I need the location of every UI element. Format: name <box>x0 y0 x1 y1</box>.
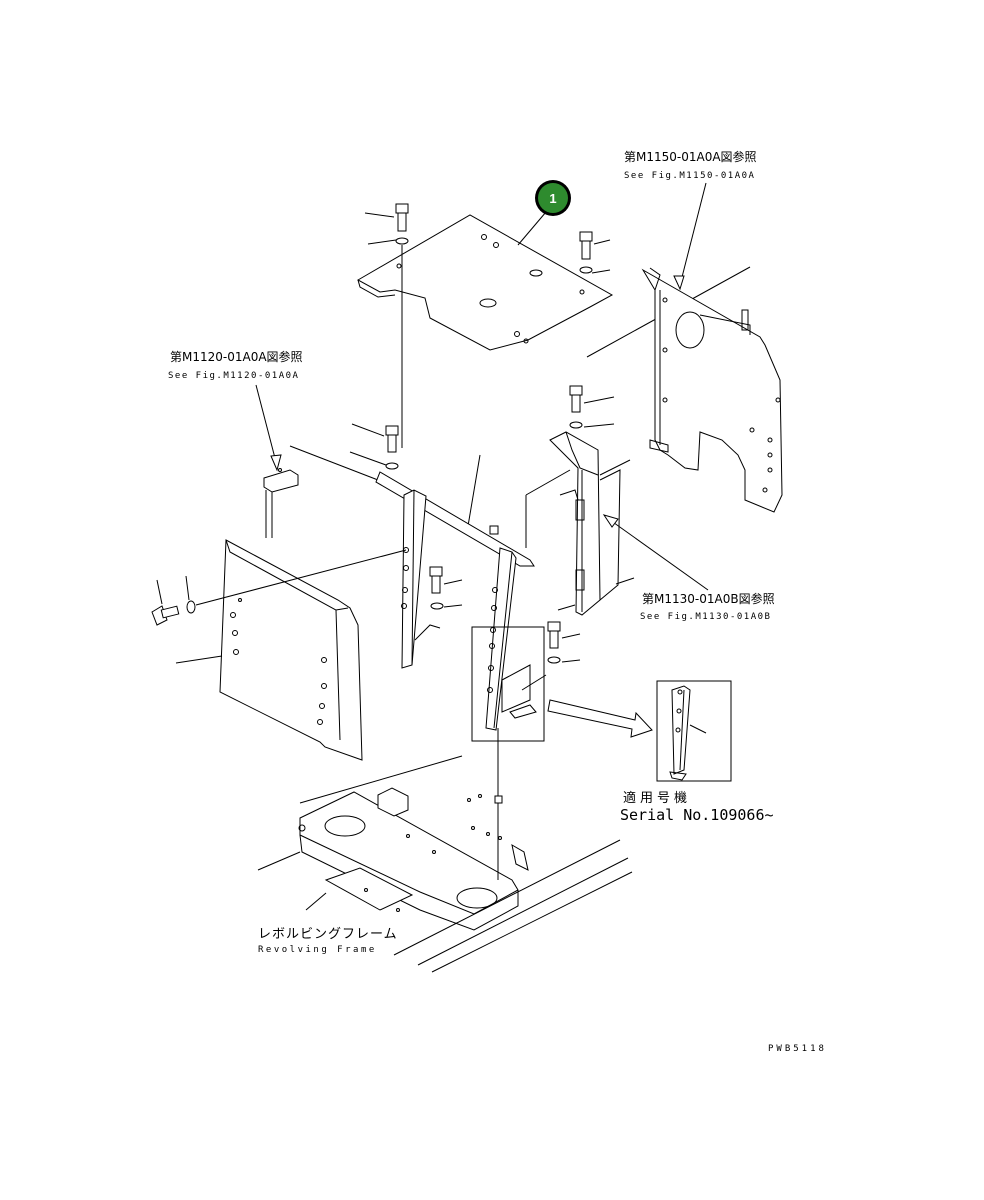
revolving-frame <box>257 728 633 973</box>
callout-1[interactable]: 1 <box>517 180 571 246</box>
bracket-bolt-top <box>569 385 615 429</box>
ref-m1150-jp: 第M1150-01A0A図参照 <box>624 149 757 164</box>
lower-bolt <box>521 621 581 691</box>
ref-m1130-en: See Fig.M1130-01A0B <box>640 612 771 622</box>
frame-en: Revolving Frame <box>258 945 377 955</box>
top-bolt-left <box>364 203 409 448</box>
ref-m1130-jp: 第M1130-01A0B図参照 <box>642 591 775 606</box>
center-frame <box>375 454 571 731</box>
left-post <box>263 445 379 538</box>
drawing-code: PWB5118 <box>768 1044 827 1054</box>
callout-number: 1 <box>549 191 556 206</box>
detail-box-inset <box>656 680 732 782</box>
top-cover-plate <box>356 214 614 351</box>
crossbar-bolt <box>349 423 399 470</box>
detail-arrow[interactable] <box>547 699 653 738</box>
left-side-panel <box>175 539 363 761</box>
upper-right-panel <box>586 266 783 513</box>
ref-m1120-en: See Fig.M1120-01A0A <box>168 371 299 381</box>
frame-jp: レボルビングフレーム <box>258 927 398 942</box>
ref-m1130-leader <box>609 519 709 591</box>
detail-box-source <box>471 626 545 742</box>
side-bolt <box>151 549 407 626</box>
top-bolt-right <box>579 231 611 274</box>
serial-en: Serial No.109066~ <box>620 806 774 824</box>
left-post-bolt <box>429 566 463 610</box>
ref-m1120-jp: 第M1120-01A0A図参照 <box>170 349 303 364</box>
serial-jp: 適用号機 <box>623 790 691 806</box>
ref-m1120-leader <box>255 384 277 463</box>
ref-m1150-leader <box>679 182 707 286</box>
ref-m1150-en: See Fig.M1150-01A0A <box>624 171 755 181</box>
right-bracket <box>549 431 635 616</box>
